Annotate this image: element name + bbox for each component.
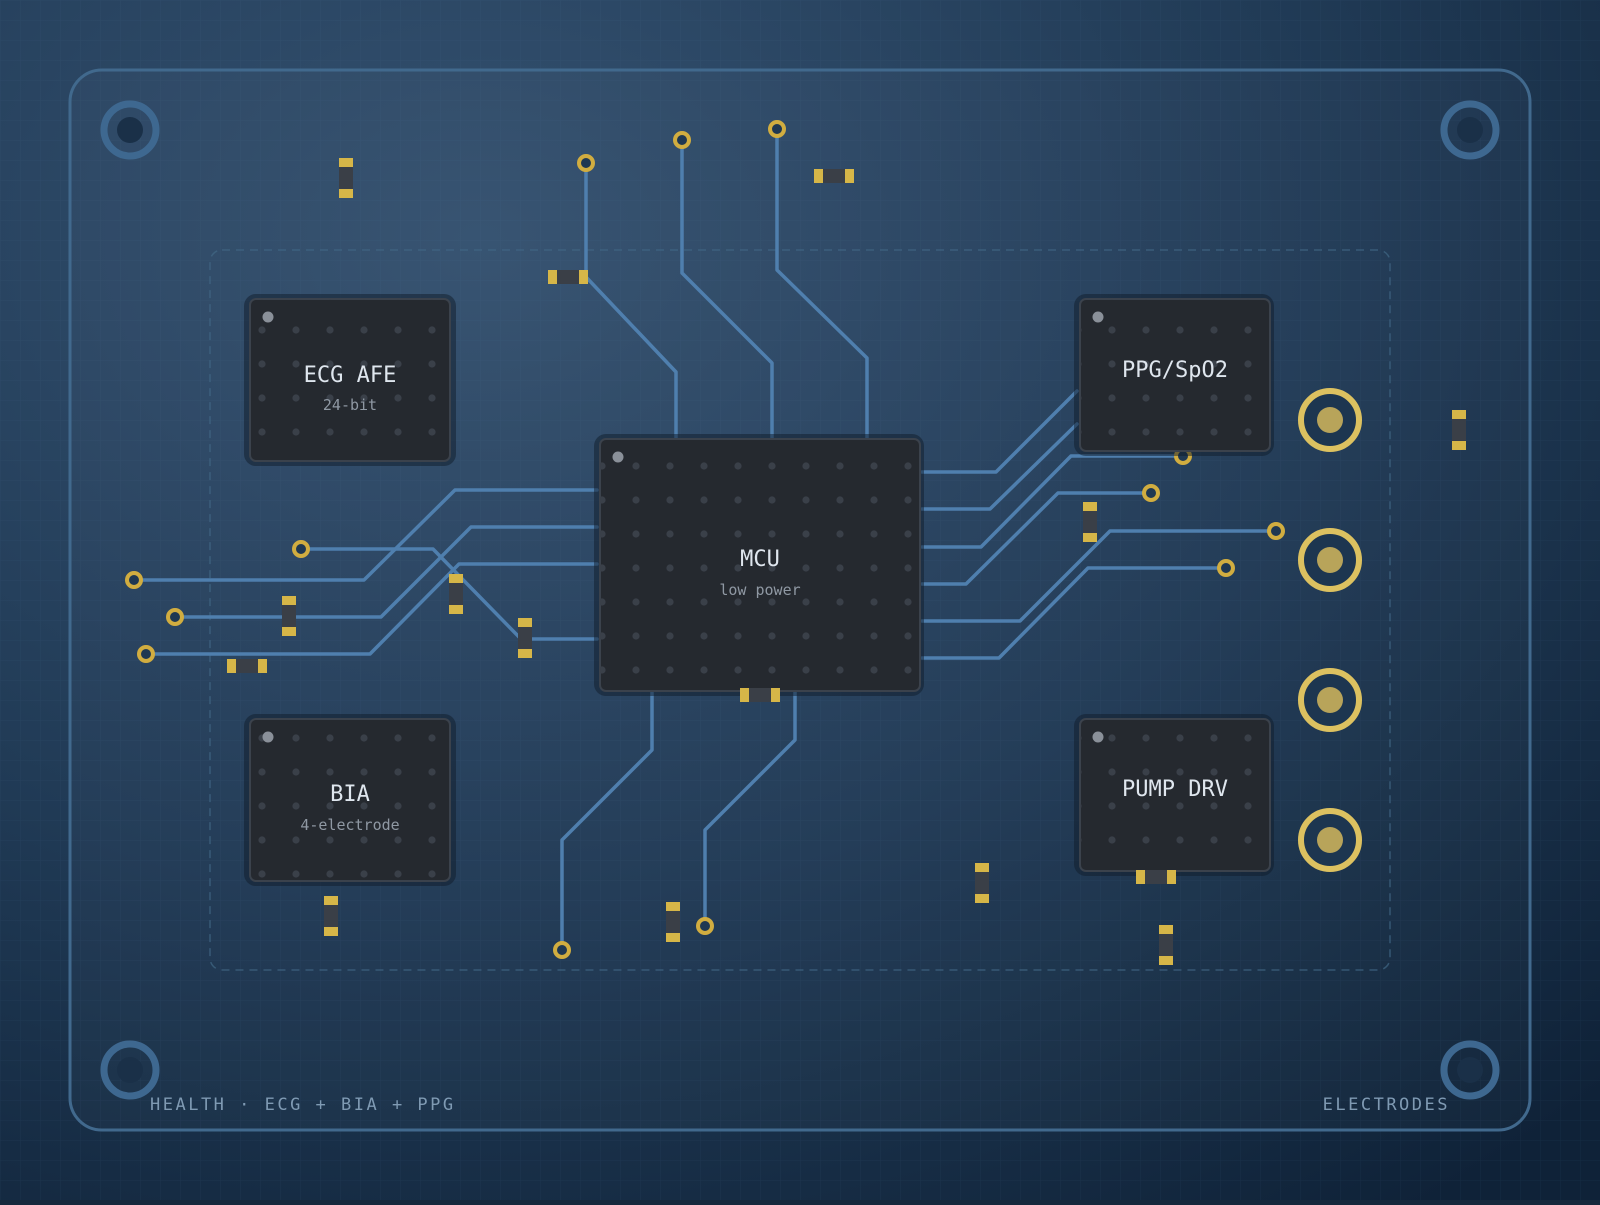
via	[553, 941, 571, 959]
trace	[144, 562, 599, 656]
mcu-sublabel: low power	[719, 581, 800, 599]
trace	[173, 525, 599, 619]
chip-mcu: MCU low power	[594, 434, 924, 696]
smd-components	[227, 158, 1466, 965]
via	[577, 154, 595, 172]
smd-resistor	[339, 158, 353, 198]
vias	[125, 120, 1285, 959]
electrode-pad	[1298, 388, 1362, 452]
board-label-right: ELECTRODES	[1323, 1095, 1450, 1115]
traces	[132, 127, 1278, 952]
mounting-hole	[1440, 100, 1500, 160]
trace	[920, 422, 1079, 511]
trace	[560, 690, 654, 952]
board-label-left: HEALTH · ECG + BIA + PPG	[150, 1095, 456, 1115]
bia-label: BIA	[330, 782, 370, 807]
bia-sublabel: 4-electrode	[300, 816, 399, 834]
ecg-afe-label: ECG AFE	[304, 363, 397, 388]
via	[137, 645, 155, 663]
smd-resistor	[449, 574, 463, 614]
via	[125, 571, 143, 589]
trace	[920, 566, 1228, 660]
smd-resistor	[324, 896, 338, 936]
ppg-spo2-label: PPG/SpO2	[1122, 358, 1228, 383]
electrode-pad	[1298, 528, 1362, 592]
via	[673, 131, 691, 149]
smd-resistor	[975, 863, 989, 903]
electrode-pad	[1298, 668, 1362, 732]
chip-pump-drv: PUMP DRV	[1074, 714, 1274, 876]
pin1-marker	[1092, 311, 1104, 323]
smd-resistor	[666, 902, 680, 942]
trace	[775, 127, 869, 440]
mounting-hole	[1440, 1040, 1500, 1100]
trace	[920, 389, 1079, 474]
pump-drv-label: PUMP DRV	[1122, 777, 1228, 802]
electrode-pad	[1298, 808, 1362, 872]
via	[166, 608, 184, 626]
mounting-hole	[100, 100, 160, 160]
mcu-label: MCU	[740, 547, 780, 572]
via	[696, 917, 714, 935]
smd-resistor	[518, 618, 532, 658]
smd-resistor	[548, 270, 588, 284]
smd-resistor	[282, 596, 296, 636]
via	[1217, 559, 1235, 577]
keepout-area	[209, 249, 1391, 971]
mounting-holes	[100, 100, 1500, 1100]
electrode-pads	[1298, 388, 1362, 872]
smd-resistor	[1083, 502, 1097, 542]
mounting-hole	[100, 1040, 160, 1100]
trace	[680, 138, 774, 440]
trace	[703, 690, 797, 928]
via	[1267, 522, 1285, 540]
smd-resistor	[740, 688, 780, 702]
via	[1142, 484, 1160, 502]
chip-ecg-afe: ECG AFE 24-bit	[244, 294, 456, 466]
pin1-marker	[612, 451, 624, 463]
via	[768, 120, 786, 138]
smd-resistor	[1136, 870, 1176, 884]
trace	[299, 547, 599, 641]
smd-resistor	[814, 169, 854, 183]
trace	[132, 488, 599, 582]
pin1-marker	[1092, 731, 1104, 743]
trace	[584, 161, 678, 440]
board-outline	[68, 68, 1532, 1132]
chip-bia: BIA 4-electrode	[244, 714, 456, 886]
chip-ppg-spo2: PPG/SpO2	[1074, 294, 1274, 456]
trace	[920, 491, 1153, 586]
pin1-marker	[262, 311, 274, 323]
smd-resistor	[227, 659, 267, 673]
via	[292, 540, 310, 558]
smd-resistor	[1452, 410, 1466, 450]
smd-resistor	[1159, 925, 1173, 965]
pin1-marker	[262, 731, 274, 743]
trace	[920, 529, 1278, 623]
ecg-afe-sublabel: 24-bit	[323, 396, 377, 414]
